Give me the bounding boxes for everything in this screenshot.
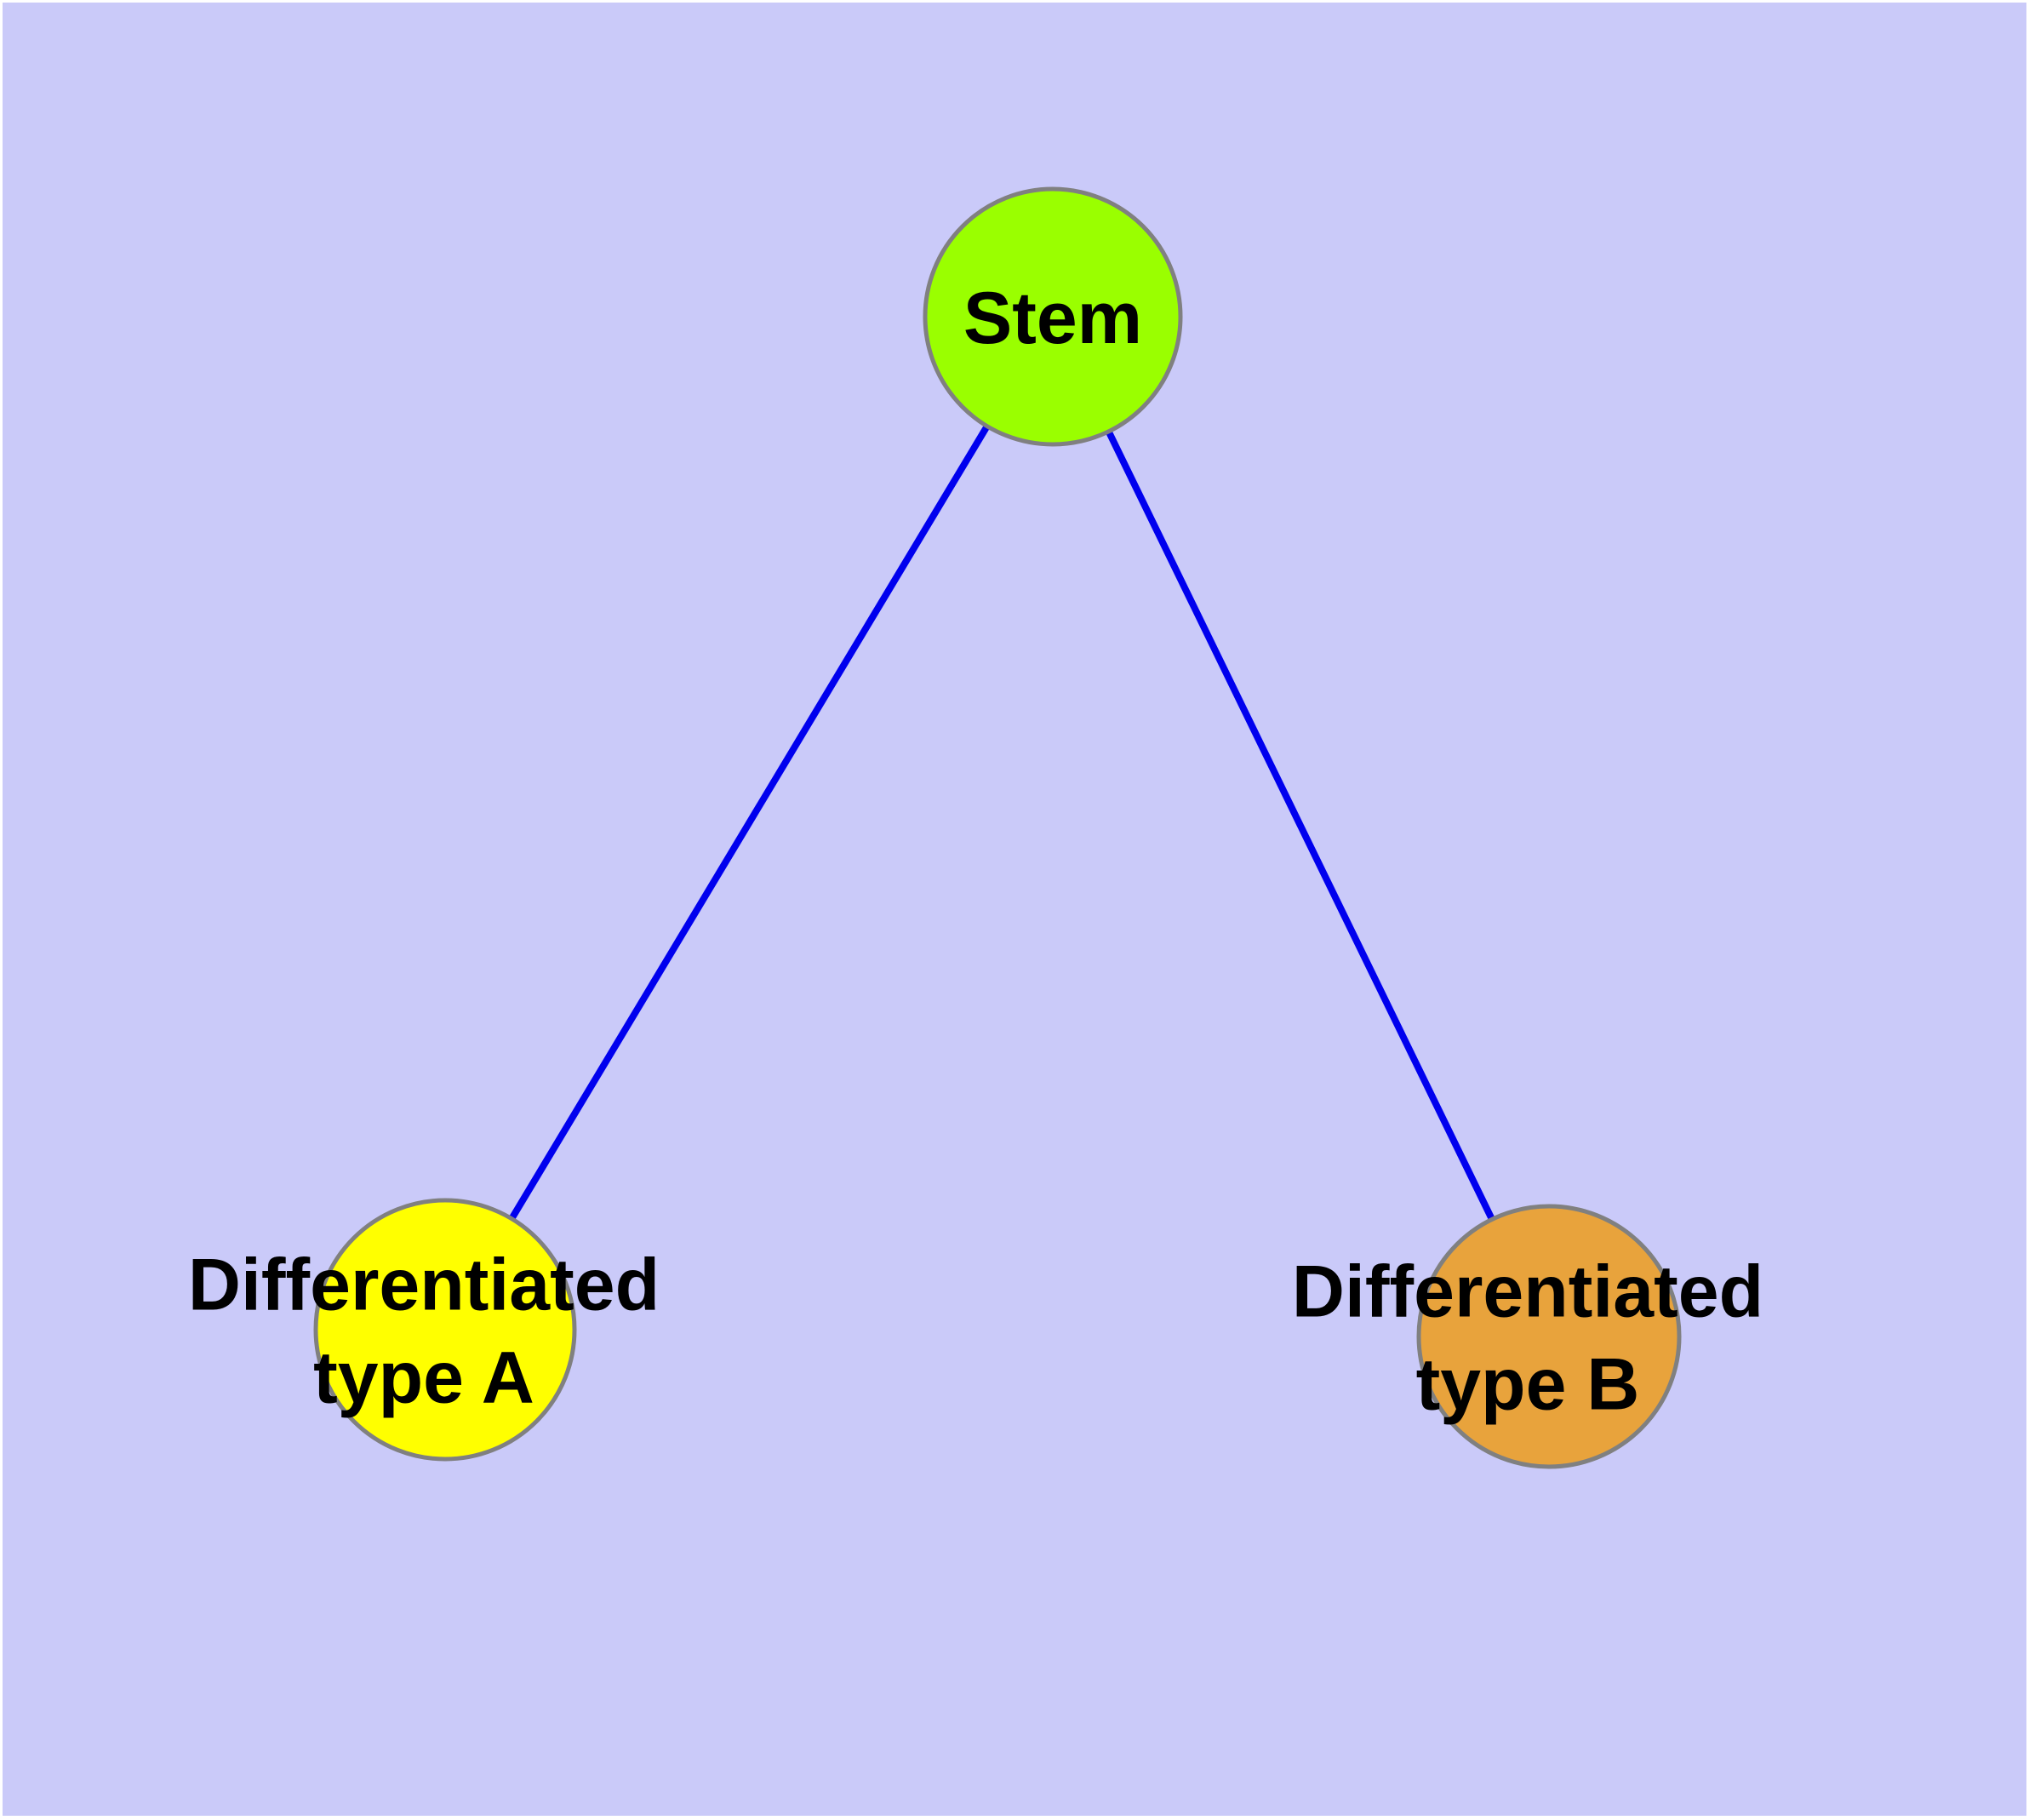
node-diff-b bbox=[1416, 1204, 1682, 1469]
node-label-line: Stem bbox=[963, 278, 1142, 359]
edge-stem-diff-a bbox=[442, 314, 1056, 1332]
node-stem bbox=[923, 186, 1183, 447]
node-label-line: type B bbox=[1416, 1343, 1640, 1425]
node-label-diff-a: Differentiated type A bbox=[188, 1244, 660, 1418]
edge-stem-diff-b bbox=[1049, 315, 1552, 1338]
node-diff-a bbox=[313, 1198, 577, 1462]
node-label-line: Differentiated bbox=[1292, 1251, 1763, 1332]
node-label-diff-b: Differentiated type B bbox=[1292, 1251, 1763, 1425]
node-label-line: Differentiated bbox=[188, 1244, 660, 1325]
node-label-line: type A bbox=[313, 1336, 534, 1418]
node-label-stem: Stem bbox=[963, 278, 1142, 359]
